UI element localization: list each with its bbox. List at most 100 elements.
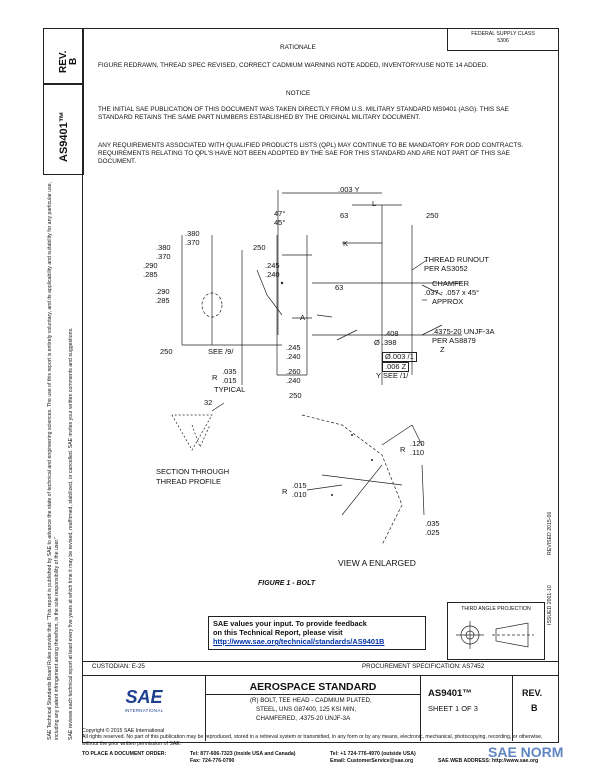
footer-tel-1: Tel: 877-606-7323 (inside USA and Canada… [190,751,296,757]
bolt-drawing [171,190,462,546]
titleblock-doc-number: AS9401™ [428,688,472,699]
titleblock-rev-value: B [531,703,538,713]
feedback-box: SAE values your input. To provide feedba… [208,616,426,650]
dim-240a: .240 [265,270,280,279]
feedback-line-2: on this Technical Report, please visit [213,628,343,637]
dim-398: Ø .398 [374,338,397,347]
procurement-spec: PROCUREMENT SPECIFICATION: AS7452 [362,663,485,670]
per-as3052: PER AS3052 [424,264,468,273]
drawing-frame [82,28,559,743]
sae-logo: SAE INTERNATIONAL [124,686,164,722]
titleblock-row [82,675,558,676]
dim-035b: .035 [425,519,440,528]
footer-rights: All rights reserved. No part of this pub… [82,734,543,747]
titleblock-div-2 [420,675,421,741]
dim-035: .035 [222,367,237,376]
see-note-9: SEE /9/ [208,347,234,356]
dim-408: .408 [384,329,399,338]
aerospace-standard: AEROSPACE STANDARD [249,681,377,693]
side-docnum-box: AS9401™ [43,83,84,175]
dim-63b: 63 [335,283,344,292]
sae-logo-text: SAE [125,687,163,707]
view-a-label: VIEW A ENLARGED [338,558,416,568]
dim-63a: 63 [340,211,349,220]
dim-r-label: R [212,373,218,382]
dim-r120: .120 [410,439,425,448]
tolerance-2: .006 Z [382,362,410,372]
side-legal-text-2: SAE reviews each technical report at lea… [68,327,74,741]
dim-245a: .245 [265,261,280,270]
footer-order-label: TO PLACE A DOCUMENT ORDER: [82,751,167,757]
dim-015: .015 [222,376,237,385]
dim-285a: .285 [143,270,158,279]
dim-380b: .380 [156,243,171,252]
titleblock-top [82,661,558,662]
thread-runout: THREAD RUNOUT [424,255,489,264]
footer-fax: Fax: 724-776-0790 [190,758,235,764]
projection-icon [456,621,534,649]
typical-label: TYPICAL [214,385,246,394]
dim-240b: .240 [286,352,301,361]
feedback-link[interactable]: http://www.sae.org/technical/standards/A… [213,637,385,646]
dim-370b: .370 [156,252,171,261]
notice-text-1: THE INITIAL SAE PUBLICATION OF THIS DOCU… [98,106,509,122]
dim-250b: 250 [253,243,266,252]
side-doc-number: AS9401™ [58,111,70,162]
dim-290a: .290 [143,261,158,270]
footer-tel-2: Tel: +1 724-776-4970 (outside USA) [330,751,416,757]
notice-text-2: ANY REQUIREMENTS ASSOCIATED WITH QUALIFI… [98,142,524,166]
tolerance-1: Ø.003 /1 [382,352,417,362]
rationale-title: RATIONALE [280,44,316,51]
dim-250c: 250 [160,347,173,356]
dim-380a: .380 [185,229,200,238]
side-rev-value: B [68,57,79,65]
notice-title: NOTICE [286,90,311,97]
third-angle-box: THIRD ANGLE PROJECTION [447,602,545,660]
footer-web: SAE WEB ADDRESS: http://www.sae.org [438,758,539,764]
section-label-2: THREAD PROFILE [156,477,222,486]
chamfer-dim: .037 - .057 x 45° [424,288,480,297]
footer-copyright: Copyright © 2015 SAE International [82,728,165,734]
dim-k: K [343,239,349,248]
titleblock-rev-label: REV. [522,688,543,698]
part-title-3: CHAMFERED, .4375-20 UNJF-3A [256,715,351,722]
sheet-number: SHEET 1 OF 3 [428,704,478,713]
standard-underline [205,694,420,695]
approx-label: APPROX [432,297,464,306]
rationale-text: FIGURE REDRAWN, THREAD SPEC REVISED, COR… [98,62,488,69]
part-title-2: STEEL, UNS G87400, 125 KSI MIN, [256,706,357,713]
dim-370a: .370 [185,238,200,247]
dim-245b: .245 [286,343,301,352]
dim-r010: .010 [292,490,307,499]
custodian-label: CUSTODIAN: E-25 [92,663,145,670]
per-as8879: PER AS8879 [432,336,476,345]
dim-025: .025 [425,528,440,537]
dim-45: 45° [274,218,286,227]
part-title-1: (R) BOLT, TEE HEAD - CADMIUM PLATED, [250,697,372,704]
view-a-marker: A [300,313,306,322]
dim-32: 32 [204,398,213,407]
dim-z: Z [440,345,445,354]
issued-date: ISSUED 2001-10 [547,585,553,625]
dim-250a: 250 [426,211,439,220]
titleblock-div-1 [205,675,206,741]
revised-date: REVISED 2015-06 [547,511,553,555]
dim-r-label-3: R [282,487,288,496]
thread-spec: .4375-20 UNJF-3A [432,327,495,336]
chamfer-label: CHAMFER [432,279,470,288]
dim-260: .260 [286,367,301,376]
tolerance-3: Y SEE /1/ [376,371,409,380]
side-legal-text: SAE Technical Standards Board Rules prov… [47,181,60,740]
section-label-1: SECTION THROUGH [156,467,230,476]
dim-r015: .015 [292,481,307,490]
dim-l: L [372,199,377,208]
dim-290b: .290 [155,287,170,296]
side-rev-box: REV. B [43,28,84,85]
dim-r110: .110 [410,448,425,457]
dim-47: 47° [274,209,286,218]
dim-240c: .240 [286,376,301,385]
dim-250d: 250 [289,391,302,400]
dim-r-label-2: R [400,445,406,454]
dim-003y: .003 Y [338,185,360,194]
feedback-line-1: SAE values your input. To provide feedba… [213,619,367,628]
